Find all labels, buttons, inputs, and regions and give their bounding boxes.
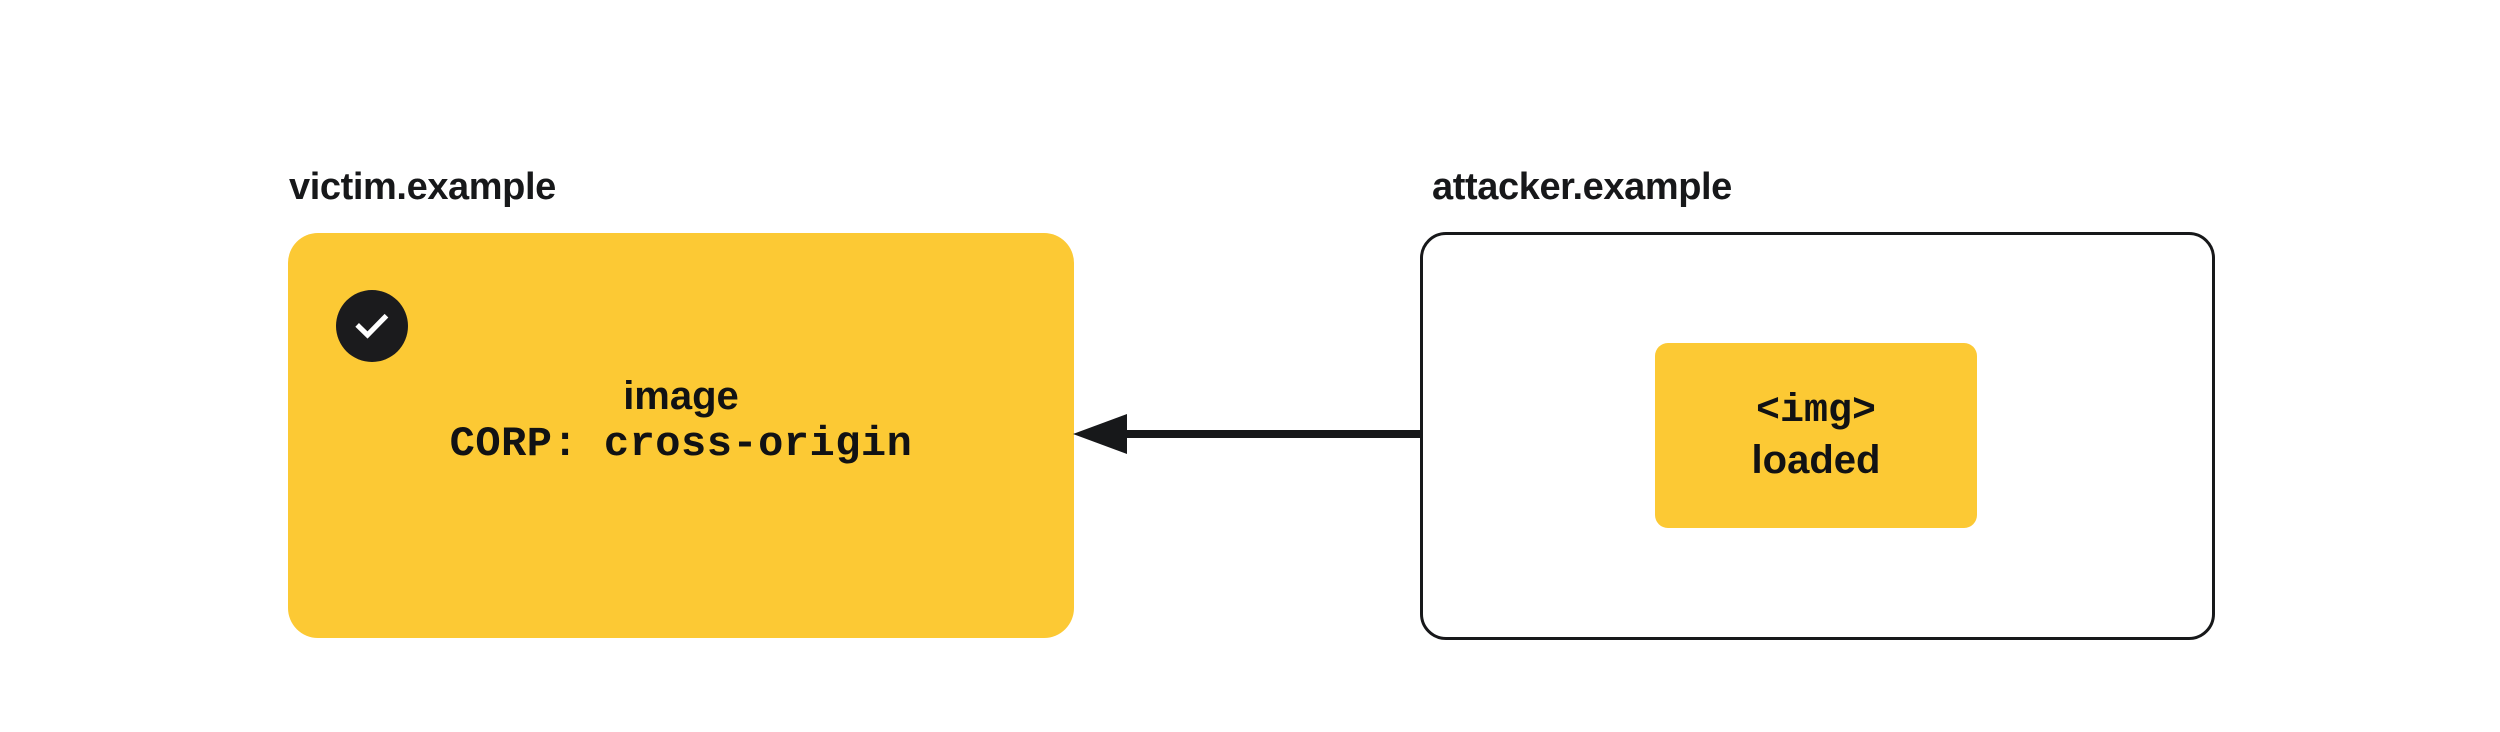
check-circle-icon: [336, 290, 408, 362]
attacker-origin-label: attacker.example: [1432, 166, 1732, 208]
victim-corp-header: CORP: cross-origin: [449, 420, 913, 469]
attacker-origin-panel: <img> loaded: [1420, 232, 2215, 640]
img-state-label: loaded: [1751, 437, 1881, 482]
img-tag-label: <img>: [1755, 388, 1877, 434]
victim-card-text: image CORP: cross-origin: [288, 373, 1074, 470]
attacker-img-element-box: <img> loaded: [1655, 343, 1977, 528]
victim-origin-label: victim.example: [289, 166, 556, 208]
victim-resource-label: image: [623, 374, 739, 418]
victim-resource-card: image CORP: cross-origin: [288, 233, 1074, 638]
